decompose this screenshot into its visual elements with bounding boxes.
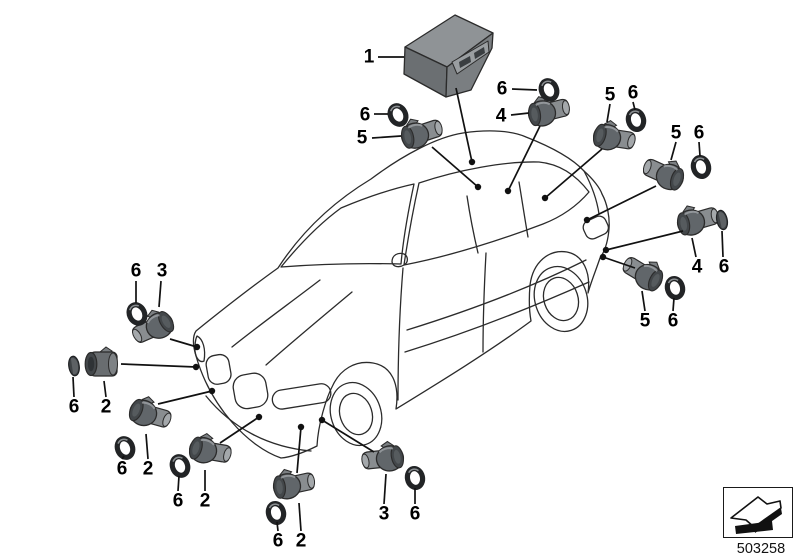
o-ring	[126, 302, 148, 326]
pdc-sensor	[638, 151, 689, 194]
front-wheel	[329, 381, 383, 447]
seal-ring	[714, 208, 730, 232]
leader-lines	[120, 87, 684, 474]
o-ring	[406, 467, 425, 489]
page-turn-arrow-icon	[730, 496, 782, 534]
callout-dashes	[72, 56, 724, 532]
o-ring	[665, 277, 684, 299]
pdc-sensor	[84, 346, 119, 377]
pdc-sensor	[270, 465, 318, 502]
o-ring	[626, 109, 645, 131]
o-ring	[387, 103, 409, 127]
page-turn-indicator	[723, 487, 793, 538]
control-module-illustration	[403, 14, 494, 98]
pdc-sensor	[185, 429, 236, 471]
o-ring	[170, 455, 191, 478]
seal-ring	[66, 354, 82, 378]
car-line-drawing	[192, 130, 610, 459]
pdc-sensor	[125, 303, 179, 352]
o-ring	[266, 502, 285, 524]
part-number: 503258	[736, 541, 786, 557]
o-ring	[691, 156, 710, 178]
pdc-sensors	[84, 91, 722, 502]
o-ring	[115, 437, 136, 460]
rear-wheel	[533, 265, 589, 333]
pdc-sensor	[125, 391, 177, 436]
leader-dots	[192, 158, 610, 431]
pdc-sensor	[617, 249, 670, 296]
